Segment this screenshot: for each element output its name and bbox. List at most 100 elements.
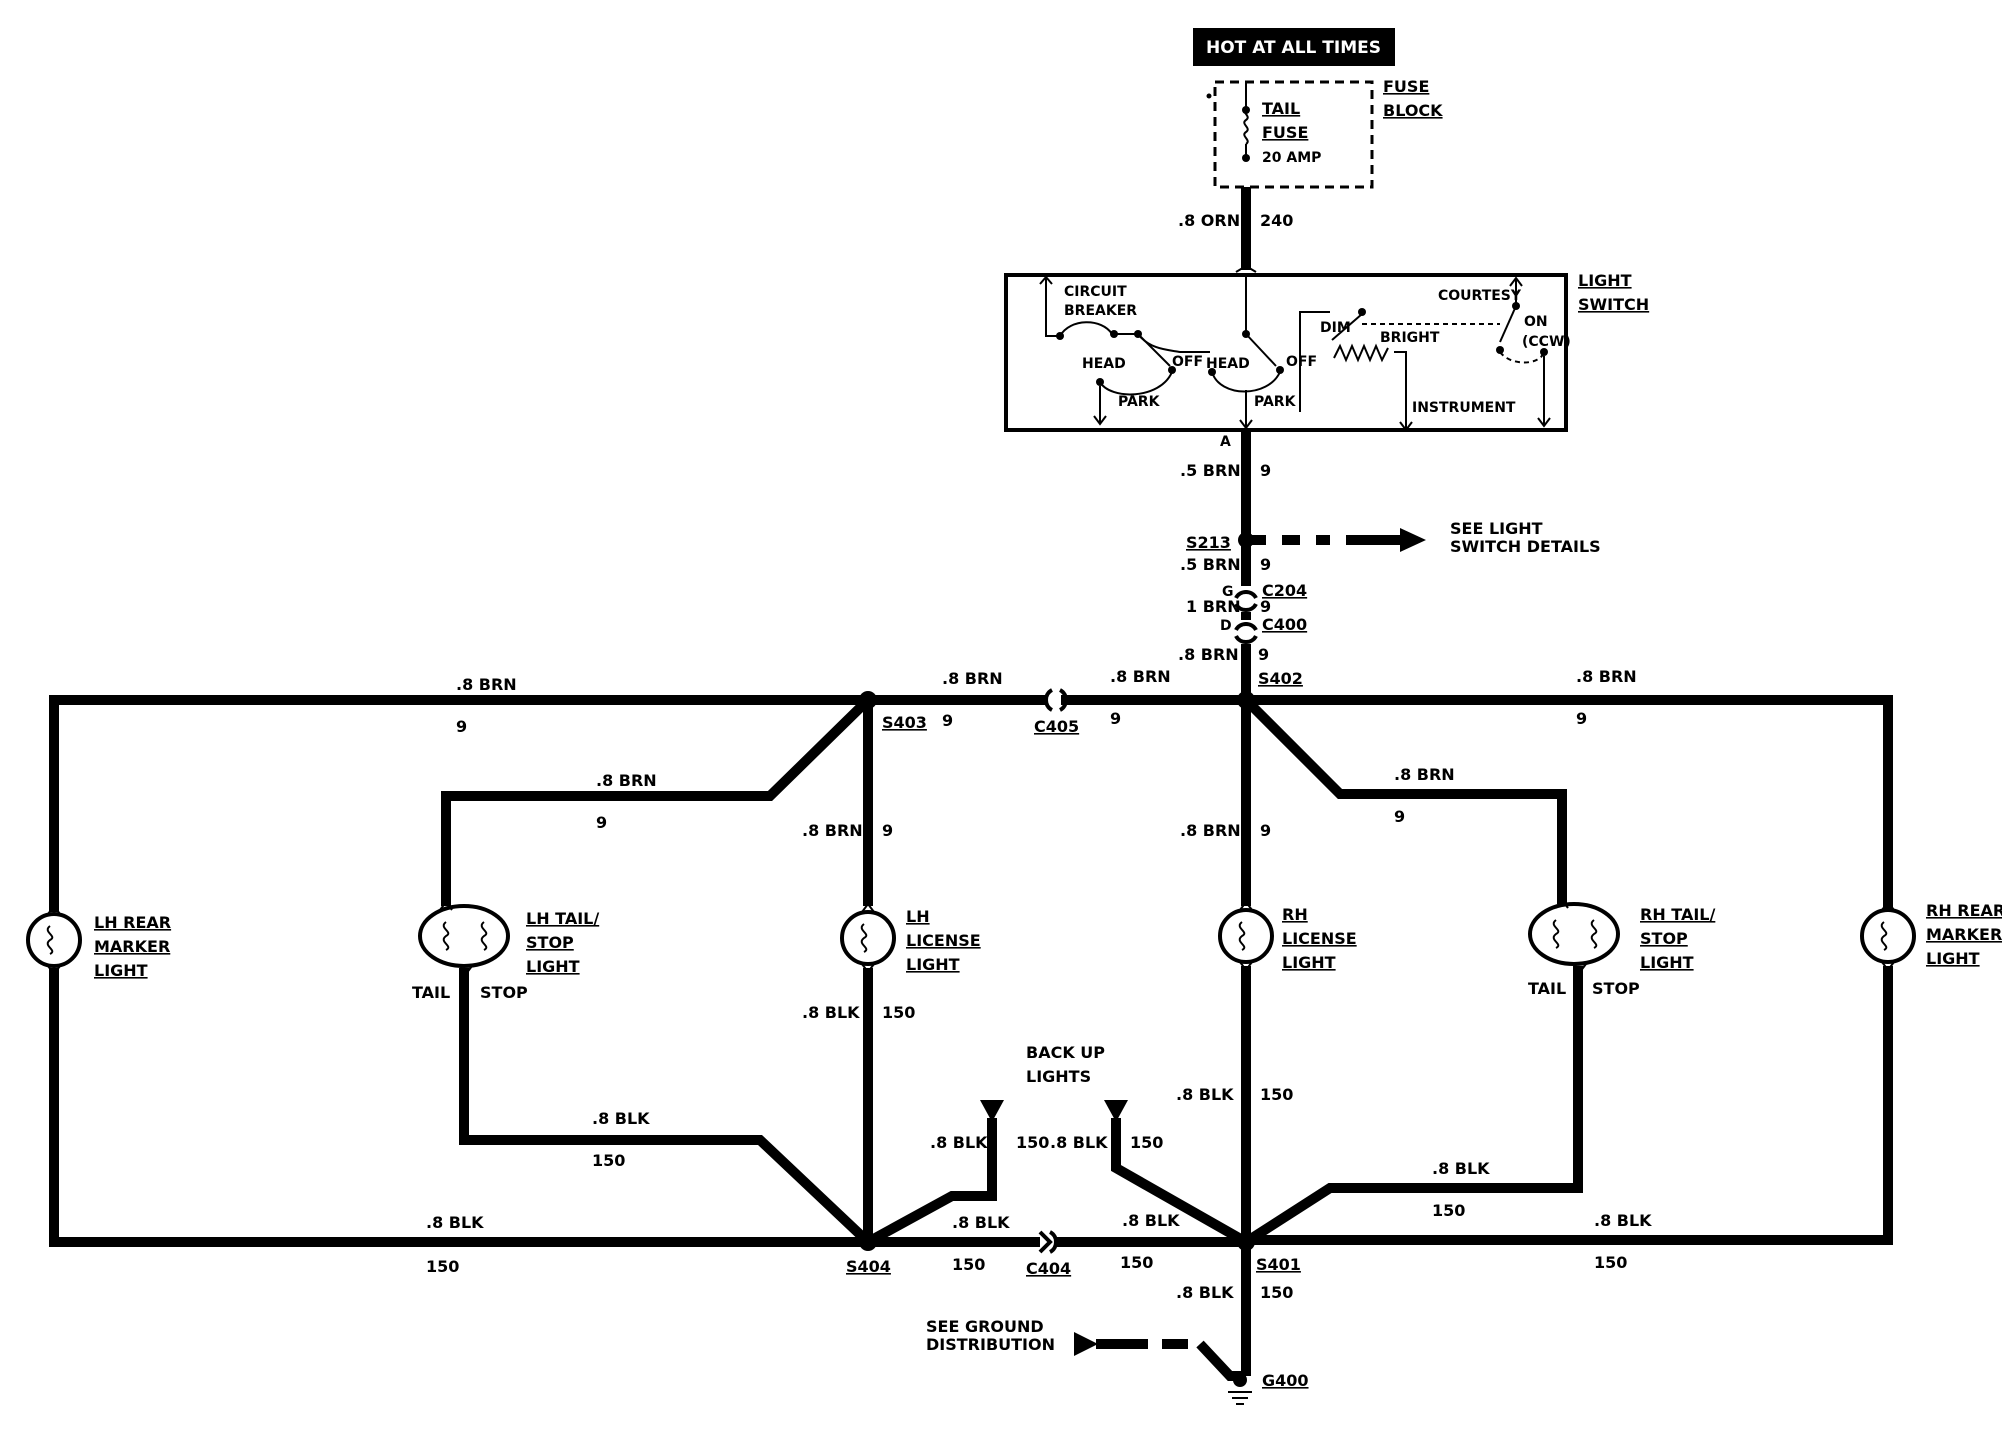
lh-rear-marker-lamp bbox=[26, 904, 82, 976]
fuse-block-outline bbox=[1213, 80, 1374, 189]
blk-rhbackup-label: .8 BLK bbox=[1050, 1133, 1108, 1152]
c405-label: C405 bbox=[1034, 717, 1079, 736]
rh-backup-arrow-icon bbox=[1104, 1100, 1128, 1122]
switch2-head-label: HEAD bbox=[1206, 356, 1250, 372]
blk-lhstop-circuit: 150 bbox=[592, 1151, 625, 1170]
switch1-to-switch2 bbox=[1137, 333, 1210, 353]
switch1-head-label: HEAD bbox=[1082, 356, 1126, 372]
fuse-block-title-2: BLOCK bbox=[1383, 101, 1443, 120]
blk-lhbackup-circuit: 150 bbox=[1016, 1133, 1049, 1152]
blk-lhbackup-label: .8 BLK bbox=[930, 1133, 988, 1152]
lh-tail-stop-label-2: STOP bbox=[526, 933, 574, 952]
blk-lhmarker-circuit: 150 bbox=[426, 1257, 459, 1276]
brn-right-circuit: 9 bbox=[1576, 709, 1587, 728]
brn-s403-c405-label: .8 BRN bbox=[942, 669, 1003, 688]
wire-5brn-circuit: 9 bbox=[1260, 555, 1271, 574]
brn-s403-c405-circuit: 9 bbox=[942, 711, 953, 730]
rh-tail-stop-lamp bbox=[1528, 898, 1620, 974]
courtesy-blade bbox=[1499, 305, 1517, 343]
wire-240-color: .8 ORN bbox=[1178, 211, 1240, 230]
brn-lhtail-label: .8 BRN bbox=[596, 771, 657, 790]
splice-s402 bbox=[1237, 691, 1255, 709]
switch1-contact-head bbox=[1096, 378, 1104, 386]
switch-output-color: .5 BRN bbox=[1180, 461, 1241, 480]
breaker-arc-icon bbox=[1059, 321, 1113, 337]
wire-150-lh-stop-ground bbox=[459, 968, 872, 1246]
rh-rear-marker-lamp bbox=[1860, 900, 1916, 972]
wire-1brn-circuit: 9 bbox=[1260, 597, 1271, 616]
brn-lhlic-label: .8 BRN bbox=[802, 821, 863, 840]
splice-s213-label: S213 bbox=[1186, 533, 1231, 552]
courtesy-top-arrow bbox=[1509, 276, 1523, 287]
ground-symbol-icon bbox=[1228, 1391, 1252, 1405]
dim-label: DIM bbox=[1320, 320, 1351, 336]
switch1-contact-off bbox=[1168, 366, 1176, 374]
connector-c400-icon bbox=[1234, 622, 1258, 644]
splice-s404-label: S404 bbox=[846, 1257, 891, 1276]
brn-c405-s402-label: .8 BRN bbox=[1110, 667, 1171, 686]
breaker-contact-1 bbox=[1056, 332, 1064, 340]
rh-tail-stop-label-2: STOP bbox=[1640, 929, 1688, 948]
lh-license-label-3: LIGHT bbox=[906, 955, 960, 974]
ground-g400-point bbox=[1233, 1373, 1247, 1387]
blk-lhmarker-label: .8 BLK bbox=[426, 1213, 484, 1232]
wire-8brn-s402-label: .8 BRN bbox=[1178, 645, 1239, 664]
wire-9-s403-lh-tail bbox=[441, 696, 872, 906]
wire-9-right-marker-loop bbox=[1246, 695, 1893, 910]
switch1-park-label: PARK bbox=[1118, 394, 1161, 410]
blk-rhmarker-label: .8 BLK bbox=[1594, 1211, 1652, 1230]
light-switch-title-1: LIGHT bbox=[1578, 271, 1632, 290]
courtesy-contact-left bbox=[1496, 346, 1504, 354]
tail-fuse-name-2: FUSE bbox=[1262, 123, 1308, 142]
rh-rear-marker-label-2: MARKER bbox=[1926, 925, 2002, 944]
c400-label: C400 bbox=[1262, 615, 1307, 634]
blk-rhlic-label: .8 BLK bbox=[1176, 1085, 1234, 1104]
blk-c404s401-label: .8 BLK bbox=[1122, 1211, 1180, 1230]
connector-c405-icon bbox=[1044, 688, 1068, 712]
blk-rhlic-circuit: 150 bbox=[1260, 1085, 1293, 1104]
see-light-switch-line1: SEE LIGHT bbox=[1450, 519, 1543, 538]
circuit-breaker-label-2: BREAKER bbox=[1064, 303, 1137, 319]
splice-s401 bbox=[1237, 1233, 1255, 1251]
splice-s403 bbox=[859, 691, 877, 709]
see-ground-line2: DISTRIBUTION bbox=[926, 1335, 1055, 1354]
tail-fuse-name-1: TAIL bbox=[1262, 99, 1300, 118]
brn-rhlic-circuit: 9 bbox=[1260, 821, 1271, 840]
blk-rhmarker-circuit: 150 bbox=[1594, 1253, 1627, 1272]
blk-s404c404-label: .8 BLK bbox=[952, 1213, 1010, 1232]
rh-tail-stop-label-1: RH TAIL/ bbox=[1640, 905, 1715, 924]
rheostat-end bbox=[1394, 351, 1407, 430]
bright-label: BRIGHT bbox=[1380, 330, 1440, 346]
instrument-arrow bbox=[1399, 421, 1413, 432]
see-ground-line1: SEE GROUND bbox=[926, 1317, 1044, 1336]
blk-rhbackup-circuit: 150 bbox=[1130, 1133, 1163, 1152]
wire-5brn-label: .5 BRN bbox=[1180, 555, 1241, 574]
lh-stop-terminal: STOP bbox=[480, 983, 528, 1002]
splice-s402-label: S402 bbox=[1258, 669, 1303, 688]
brn-lhlic-circuit: 9 bbox=[882, 821, 893, 840]
lh-rear-marker-label-3: LIGHT bbox=[94, 961, 148, 980]
see-light-switch-line2: SWITCH DETAILS bbox=[1450, 537, 1601, 556]
lh-license-lamp bbox=[840, 902, 896, 974]
brn-rhlic-label: .8 BRN bbox=[1180, 821, 1241, 840]
splice-s401-label: S401 bbox=[1256, 1255, 1301, 1274]
switch2-contact-off bbox=[1276, 366, 1284, 374]
splice-s403-label: S403 bbox=[882, 713, 927, 732]
switch1-arc bbox=[1099, 371, 1173, 396]
switch2-park-arrow bbox=[1239, 419, 1253, 430]
wire-to-ground-distribution bbox=[1096, 1339, 1246, 1381]
wire-150-rh-marker-ground bbox=[1246, 966, 1893, 1245]
lh-tail-terminal: TAIL bbox=[412, 983, 450, 1002]
c400-pin: D bbox=[1220, 618, 1232, 634]
lh-license-label-2: LICENSE bbox=[906, 931, 981, 950]
connector-c204-icon bbox=[1234, 590, 1258, 612]
wire-1brn-label: 1 BRN bbox=[1186, 597, 1241, 616]
blk-s404c404-circuit: 150 bbox=[952, 1255, 985, 1274]
fuse-terminal-bottom bbox=[1242, 154, 1250, 162]
rh-stop-terminal: STOP bbox=[1592, 979, 1640, 998]
instrument-label: INSTRUMENT bbox=[1412, 400, 1516, 416]
blk-lhlic-label: .8 BLK bbox=[802, 1003, 860, 1022]
rh-license-label-3: LIGHT bbox=[1282, 953, 1336, 972]
lh-tail-stop-label-1: LH TAIL/ bbox=[526, 909, 599, 928]
fuse-block-title-1: FUSE bbox=[1383, 77, 1429, 96]
